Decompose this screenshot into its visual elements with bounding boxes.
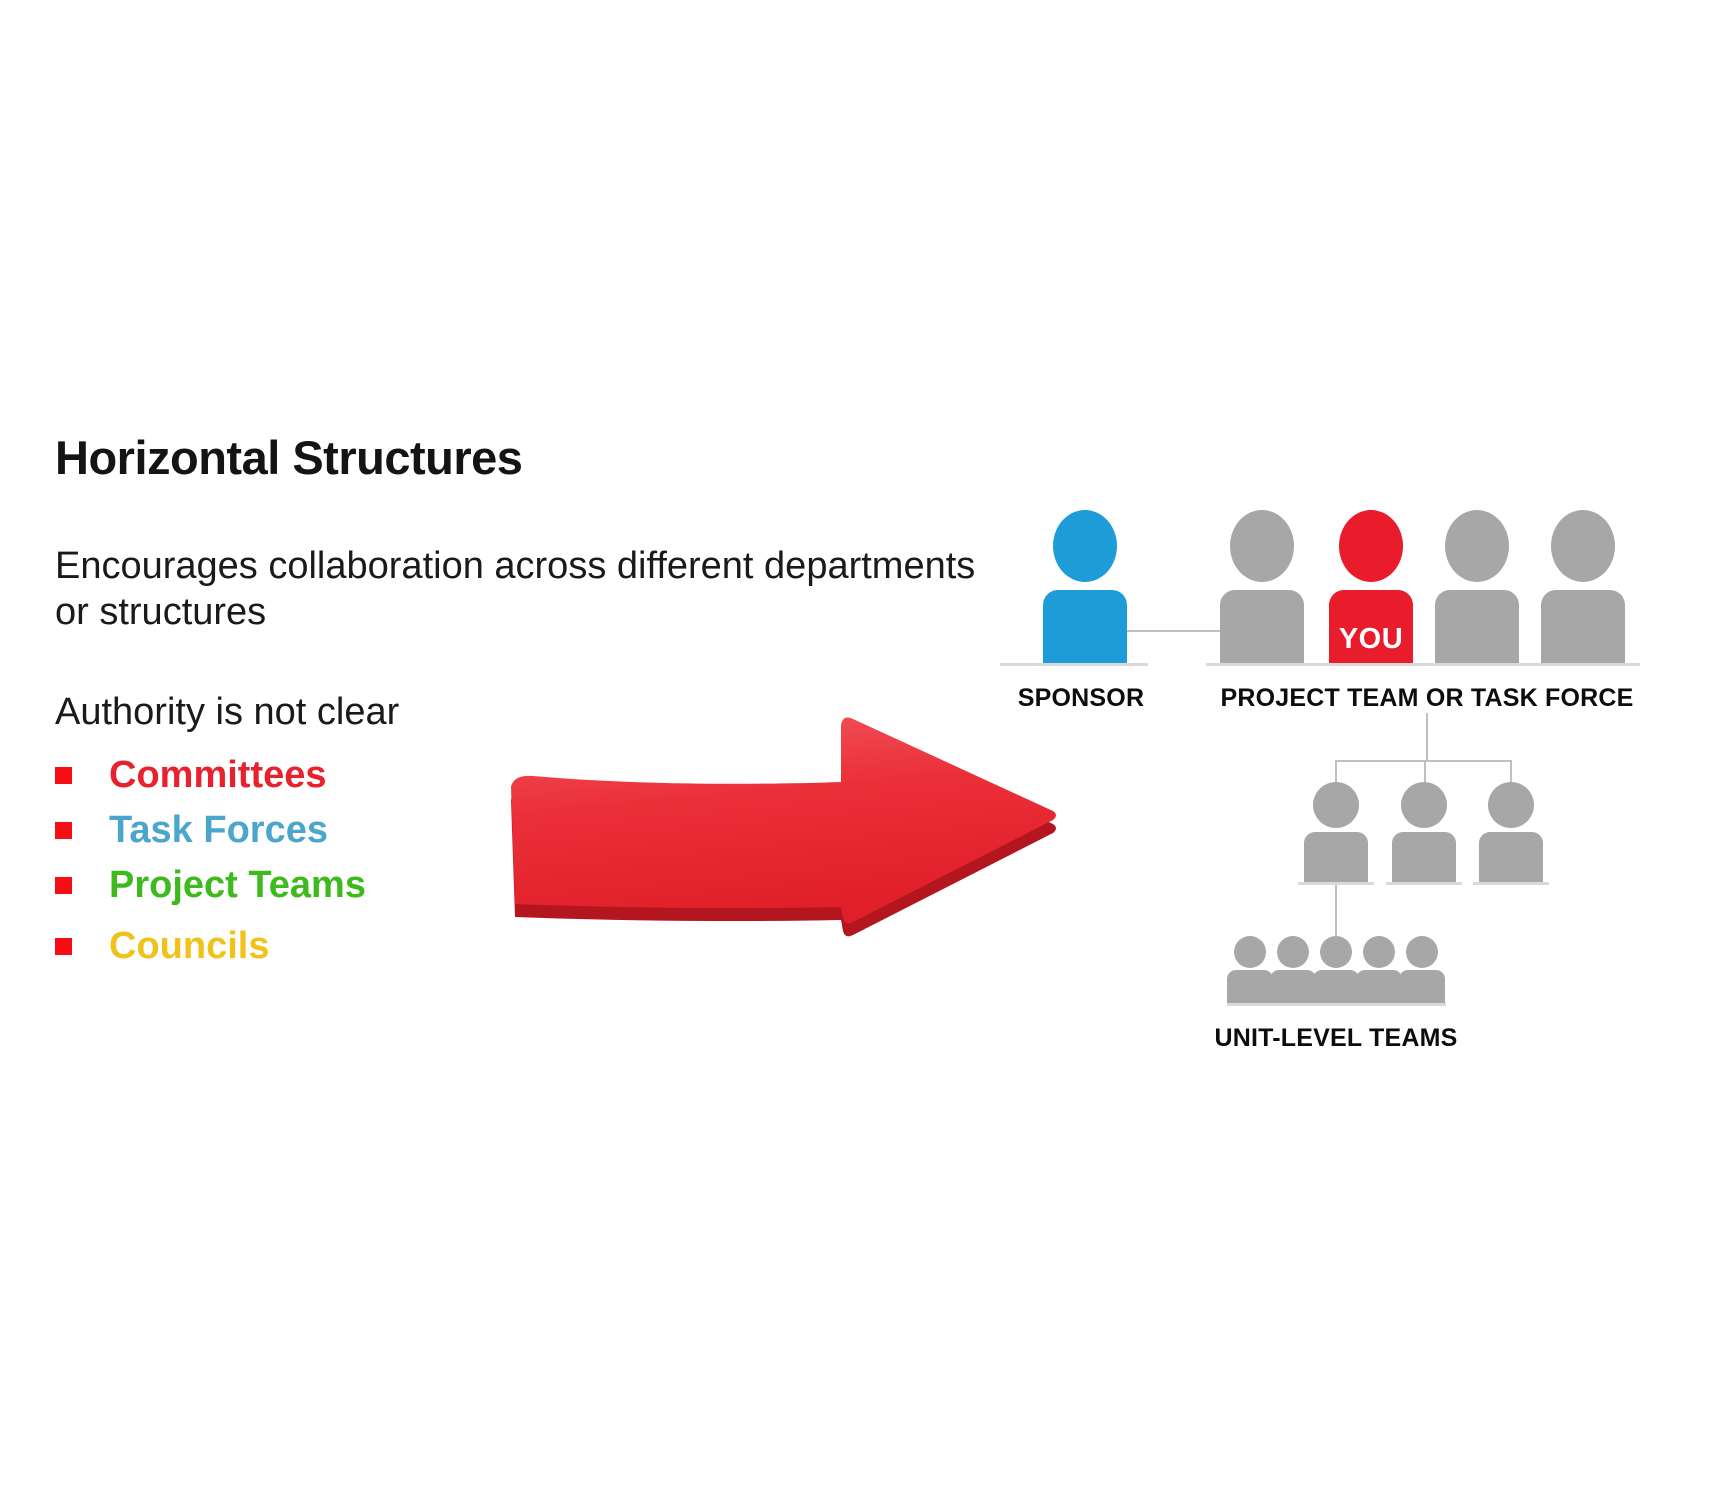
bullet-square-icon [55,821,72,839]
baseline-mid-1 [1298,882,1374,885]
connector-mid-drop-center [1424,760,1426,784]
person-body [1270,970,1316,1006]
person-body [1541,590,1625,666]
slide-paragraph-collaboration: Encourages collaboration across differen… [55,545,976,633]
person-head [1401,782,1447,828]
baseline-mid-2 [1386,882,1462,885]
bullet-label: Task Forces [109,808,328,851]
bullet-label: Project Teams [109,863,366,906]
person-icon-unit-2 [1270,936,1316,1006]
person-head [1320,936,1352,968]
person-body [1313,970,1359,1006]
person-icon-you: YOU [1329,508,1413,666]
baseline-mid-3 [1473,882,1549,885]
bullet-square-icon [55,876,72,894]
person-head [1053,510,1117,582]
person-icon-team-member-4 [1541,508,1625,666]
baseline-unit [1227,1003,1446,1006]
connector-mid-drop-left [1335,760,1337,784]
slide-paragraph-authority: Authority is not clear [55,691,400,733]
person-body [1304,832,1368,884]
person-head [1230,510,1294,582]
person-icon-mid-2 [1392,782,1456,884]
bullet-item-task-forces: Task Forces [55,807,328,853]
project-team-label: PROJECT TEAM OR TASK FORCE [1220,684,1634,712]
person-icon-unit-4 [1356,936,1402,1006]
bullet-square-icon [55,766,72,784]
sponsor-label: SPONSOR [1017,684,1145,712]
connector-team-drop [1426,713,1428,761]
person-head [1313,782,1359,828]
red-right-arrow-icon [511,717,1056,937]
person-body [1329,590,1413,666]
person-body [1043,590,1127,666]
person-icon-team-member-1 [1220,508,1304,666]
person-icon-unit-1 [1227,936,1273,1006]
person-body [1399,970,1445,1006]
bullet-label: Committees [109,753,327,796]
bullet-item-project-teams: Project Teams [55,862,366,908]
person-icon-unit-5 [1399,936,1445,1006]
unit-level-teams-label: UNIT-LEVEL TEAMS [1214,1024,1458,1052]
baseline-team [1206,663,1640,666]
bullet-item-committees: Committees [55,752,327,798]
connector-mid-drop-right [1510,760,1512,784]
person-icon-team-member-3 [1435,508,1519,666]
person-head [1445,510,1509,582]
person-icon-unit-3 [1313,936,1359,1006]
person-body [1227,970,1273,1006]
you-badge: YOU [1338,623,1404,655]
baseline-sponsor [1000,663,1148,666]
person-head [1551,510,1615,582]
person-body [1392,832,1456,884]
connector-sponsor-team [1127,630,1220,632]
person-head [1363,936,1395,968]
person-icon-sponsor [1043,508,1127,666]
person-body [1479,832,1543,884]
connector-unit-drop [1335,884,1337,938]
person-head [1277,936,1309,968]
person-head [1488,782,1534,828]
person-icon-mid-1 [1304,782,1368,884]
slide-title: Horizontal Structures [55,431,523,485]
person-head [1406,936,1438,968]
bullet-item-councils: Councils [55,923,269,969]
connector-mid-bar [1335,760,1512,762]
person-icon-mid-3 [1479,782,1543,884]
person-head [1234,936,1266,968]
person-head [1339,510,1403,582]
bullet-label: Councils [109,924,270,967]
bullet-square-icon [55,937,72,955]
person-body [1435,590,1519,666]
person-body [1220,590,1304,666]
person-body [1356,970,1402,1006]
